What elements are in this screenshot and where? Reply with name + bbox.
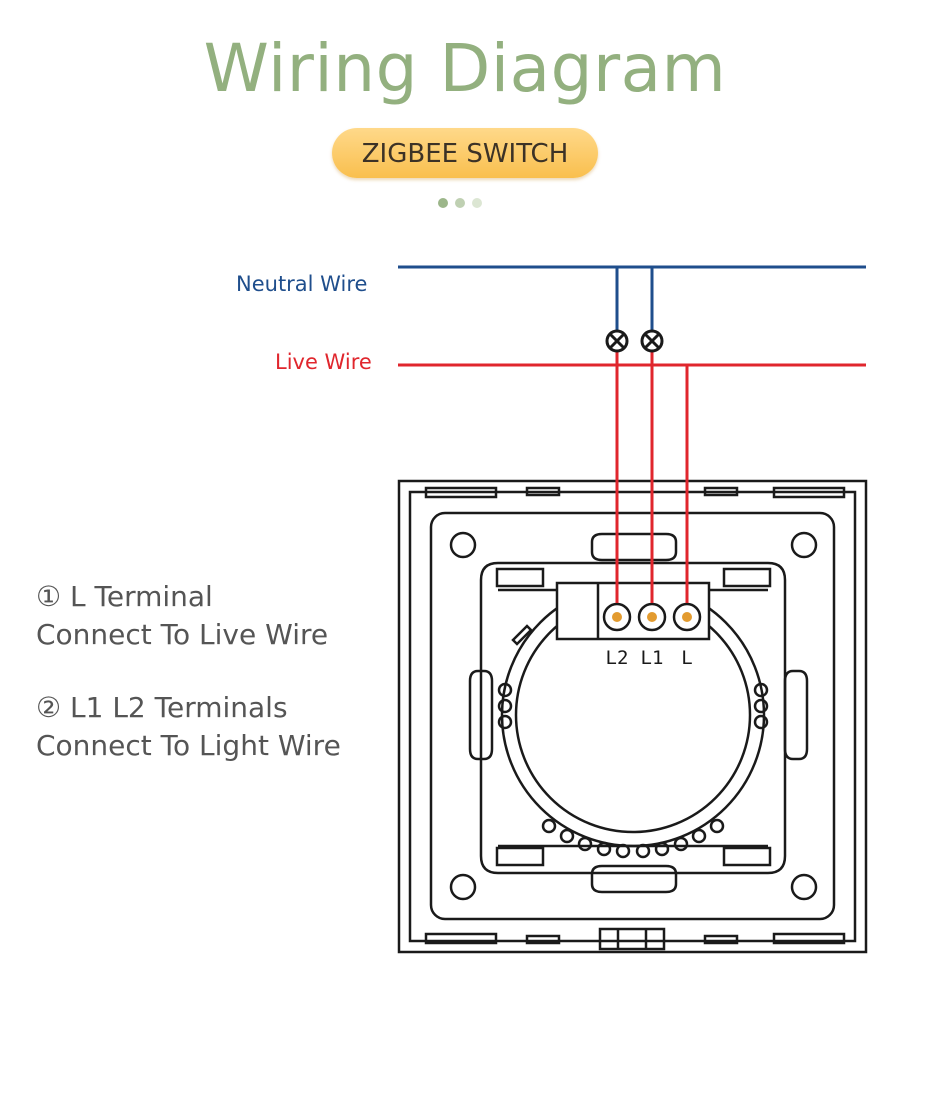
pager-dot-3[interactable] — [472, 198, 482, 208]
instruction-2-title: ② L1 L2 Terminals — [36, 691, 288, 724]
instruction-l-terminal: ① L Terminal Connect To Live Wire — [36, 578, 328, 654]
lamp-l2-icon — [605, 329, 629, 353]
neutral-wire-label: Neutral Wire — [236, 272, 368, 296]
terminal-l2-screw — [612, 612, 622, 622]
instruction-2-text: Connect To Light Wire — [36, 729, 341, 762]
terminal-label-l2: L2 — [606, 647, 629, 669]
zigbee-switch-badge: ZIGBEE SWITCH — [332, 128, 598, 178]
instruction-l1-l2-terminals: ② L1 L2 Terminals Connect To Light Wire — [36, 689, 341, 765]
page-title: Wiring Diagram — [203, 30, 727, 107]
pager-dot-2[interactable] — [455, 198, 465, 208]
terminal-l1-screw — [647, 612, 657, 622]
lamp-l1-icon — [640, 329, 664, 353]
live-wire-label: Live Wire — [275, 350, 372, 374]
pager-dots — [438, 198, 482, 208]
instruction-1-title: ① L Terminal — [36, 580, 213, 613]
instruction-1-text: Connect To Live Wire — [36, 618, 329, 651]
switch-plate — [397, 479, 868, 954]
terminal-label-l: L — [681, 647, 692, 669]
terminal-label-l1: L1 — [641, 647, 664, 669]
pager-dot-1[interactable] — [438, 198, 448, 208]
terminal-l-screw — [682, 612, 692, 622]
